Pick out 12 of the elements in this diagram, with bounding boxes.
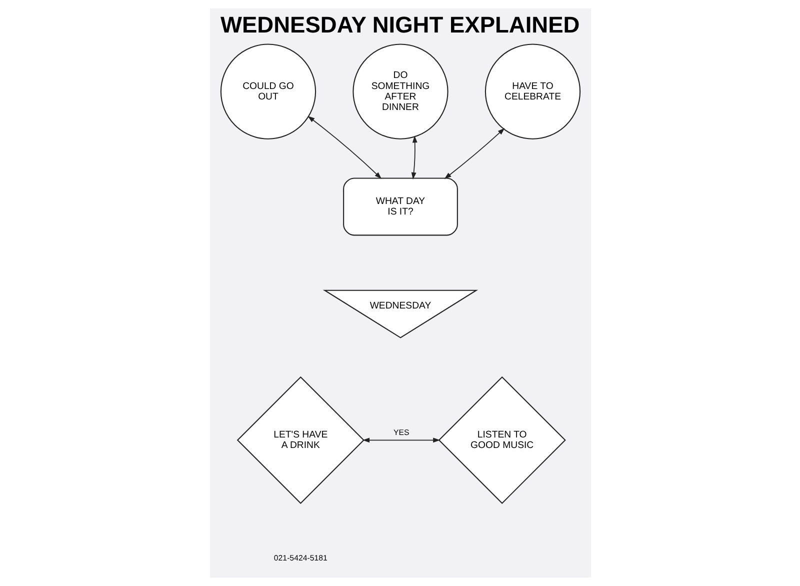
- node-diamond: LET'S HAVE A DRINK: [236, 376, 364, 504]
- diagram-title: WEDNESDAY NIGHT EXPLAINED: [220, 12, 580, 38]
- label: 021-5424-5181: [273, 553, 327, 562]
- arrow: [410, 136, 417, 180]
- node-box: WHAT DAY IS IT?: [342, 178, 458, 236]
- node-circle: HAVE TO CELEBRATE: [484, 44, 580, 140]
- arrow: [362, 438, 440, 443]
- arrow: [307, 116, 382, 179]
- node-diamond: LISTEN TO GOOD MUSIC: [438, 376, 566, 504]
- node-circle: DO SOMETHING AFTER DINNER: [352, 44, 448, 140]
- edge-label: YES: [392, 428, 409, 438]
- arrow: [444, 128, 504, 180]
